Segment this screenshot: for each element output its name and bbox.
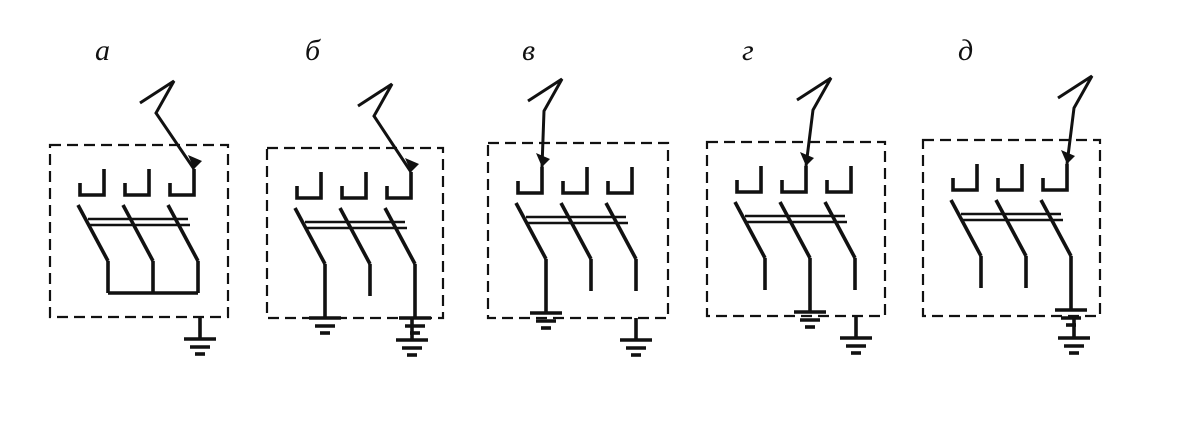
phase-terminal-1 bbox=[295, 172, 323, 200]
switch-blade-3 bbox=[823, 201, 857, 259]
panel-1: а bbox=[48, 34, 230, 356]
phase-ground-1 bbox=[530, 291, 562, 330]
phase-terminal-1 bbox=[516, 167, 544, 195]
switch-blade-1 bbox=[949, 199, 983, 257]
switch-blade-2 bbox=[778, 201, 812, 259]
panel-3: в bbox=[486, 34, 670, 357]
phase-ground-2 bbox=[794, 290, 826, 329]
phase-terminal-3 bbox=[606, 167, 634, 195]
panel-label: в bbox=[522, 34, 535, 67]
bolt-stroke bbox=[527, 77, 564, 168]
bolt-stroke bbox=[1057, 74, 1094, 165]
switch-blade-2 bbox=[994, 199, 1028, 257]
bolt-arrowhead bbox=[188, 155, 202, 169]
three-phase-switch bbox=[733, 166, 857, 290]
phase-terminal-3 bbox=[168, 169, 196, 197]
three-phase-switch bbox=[76, 169, 200, 295]
switch-blade-3 bbox=[604, 202, 638, 260]
three-phase-switch bbox=[293, 172, 417, 296]
switch-blade-2 bbox=[559, 202, 593, 260]
lightning-bolt-icon bbox=[527, 77, 564, 168]
phase-terminal-2 bbox=[780, 166, 808, 194]
lightning-bolt-icon bbox=[1057, 74, 1094, 165]
phase-terminal-3 bbox=[385, 172, 413, 200]
equipment-enclosure bbox=[486, 141, 670, 320]
switch-blade-2 bbox=[121, 204, 155, 262]
enclosure-ground bbox=[184, 317, 216, 356]
phase-terminal-3 bbox=[825, 166, 853, 194]
bolt-stroke bbox=[796, 76, 833, 167]
switch-blade-1 bbox=[514, 202, 548, 260]
phase-terminal-1 bbox=[951, 164, 979, 192]
panel-2: б bbox=[265, 34, 445, 357]
switch-blade-2 bbox=[338, 207, 372, 265]
equipment-enclosure bbox=[705, 140, 887, 318]
bolt-arrowhead bbox=[536, 153, 550, 167]
switch-blade-3 bbox=[166, 204, 200, 262]
switch-blade-1 bbox=[76, 204, 110, 262]
panel-label: а bbox=[95, 34, 110, 67]
equipment-enclosure bbox=[265, 146, 445, 320]
phase-terminal-3 bbox=[1041, 164, 1069, 192]
phase-terminal-1 bbox=[78, 169, 106, 197]
panel-label: д bbox=[958, 34, 973, 67]
panel-label: б bbox=[305, 34, 321, 67]
switch-blade-3 bbox=[1039, 199, 1073, 257]
phase-ground-1 bbox=[309, 296, 341, 335]
phase-terminal-1 bbox=[735, 166, 763, 194]
phase-terminal-2 bbox=[123, 169, 151, 197]
switch-blade-1 bbox=[293, 207, 327, 265]
three-phase-switch bbox=[514, 167, 638, 291]
enclosure-ground bbox=[840, 316, 872, 355]
equipment-enclosure bbox=[48, 143, 230, 319]
enclosure-ground bbox=[620, 318, 652, 357]
panel-label: г bbox=[742, 34, 754, 67]
enclosure-ground bbox=[1058, 316, 1090, 355]
phase-ground-3 bbox=[1055, 288, 1087, 327]
phase-terminal-2 bbox=[996, 164, 1024, 192]
bolt-stroke bbox=[139, 79, 196, 170]
bolt-arrowhead bbox=[405, 158, 419, 172]
switch-blade-1 bbox=[733, 201, 767, 259]
switch-blade-3 bbox=[383, 207, 417, 265]
lightning-bolt-icon bbox=[357, 82, 419, 173]
lightning-bolt-icon bbox=[139, 79, 202, 170]
three-phase-switch bbox=[949, 164, 1073, 288]
enclosure-ground bbox=[396, 318, 428, 357]
bolt-arrowhead bbox=[1061, 150, 1075, 164]
panel-4: г bbox=[705, 34, 887, 355]
bolt-arrowhead bbox=[800, 152, 814, 166]
phase-terminal-2 bbox=[561, 167, 589, 195]
phase-ground-3 bbox=[399, 296, 431, 335]
equipment-enclosure bbox=[921, 138, 1102, 318]
lightning-bolt-icon bbox=[796, 76, 833, 167]
phase-terminal-2 bbox=[340, 172, 368, 200]
panel-5: д bbox=[921, 34, 1102, 355]
bolt-stroke bbox=[357, 82, 413, 173]
